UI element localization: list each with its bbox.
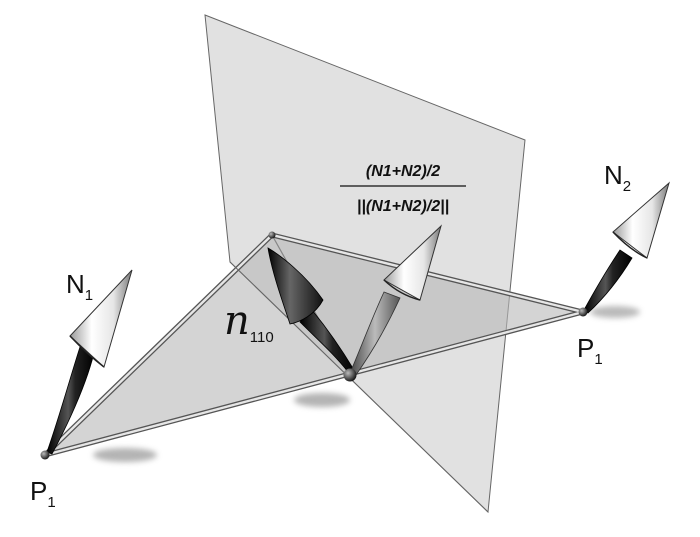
- triangle-face: [45, 235, 583, 455]
- label-p-left: P1: [30, 476, 56, 511]
- vertex-right: [578, 307, 588, 317]
- arrow-shadow: [93, 448, 157, 462]
- formula-numerator: (N1+N2)/2: [366, 163, 440, 180]
- normal-arrow-n110: [267, 247, 355, 373]
- arrow-shadow: [294, 393, 350, 407]
- label-n1: N1: [66, 269, 93, 304]
- normal-arrow-n2: [583, 181, 670, 314]
- arrow-shadow: [590, 306, 640, 318]
- vertex-mid: [343, 368, 357, 382]
- vertex-top: [268, 231, 276, 239]
- label-n2: N2: [604, 160, 631, 195]
- averaged-normal-formula: (N1+N2)/2 ||(N1+N2)/2||: [340, 163, 466, 215]
- plane-edge: [229, 261, 489, 513]
- averaged-normal-arrow: [349, 224, 442, 376]
- label-p-right: P1: [577, 333, 603, 368]
- vertex-left: [40, 450, 50, 460]
- label-n110: n110: [224, 298, 274, 346]
- formula-denominator: ||(N1+N2)/2||: [357, 198, 449, 215]
- normal-arrow-n1: [46, 269, 133, 455]
